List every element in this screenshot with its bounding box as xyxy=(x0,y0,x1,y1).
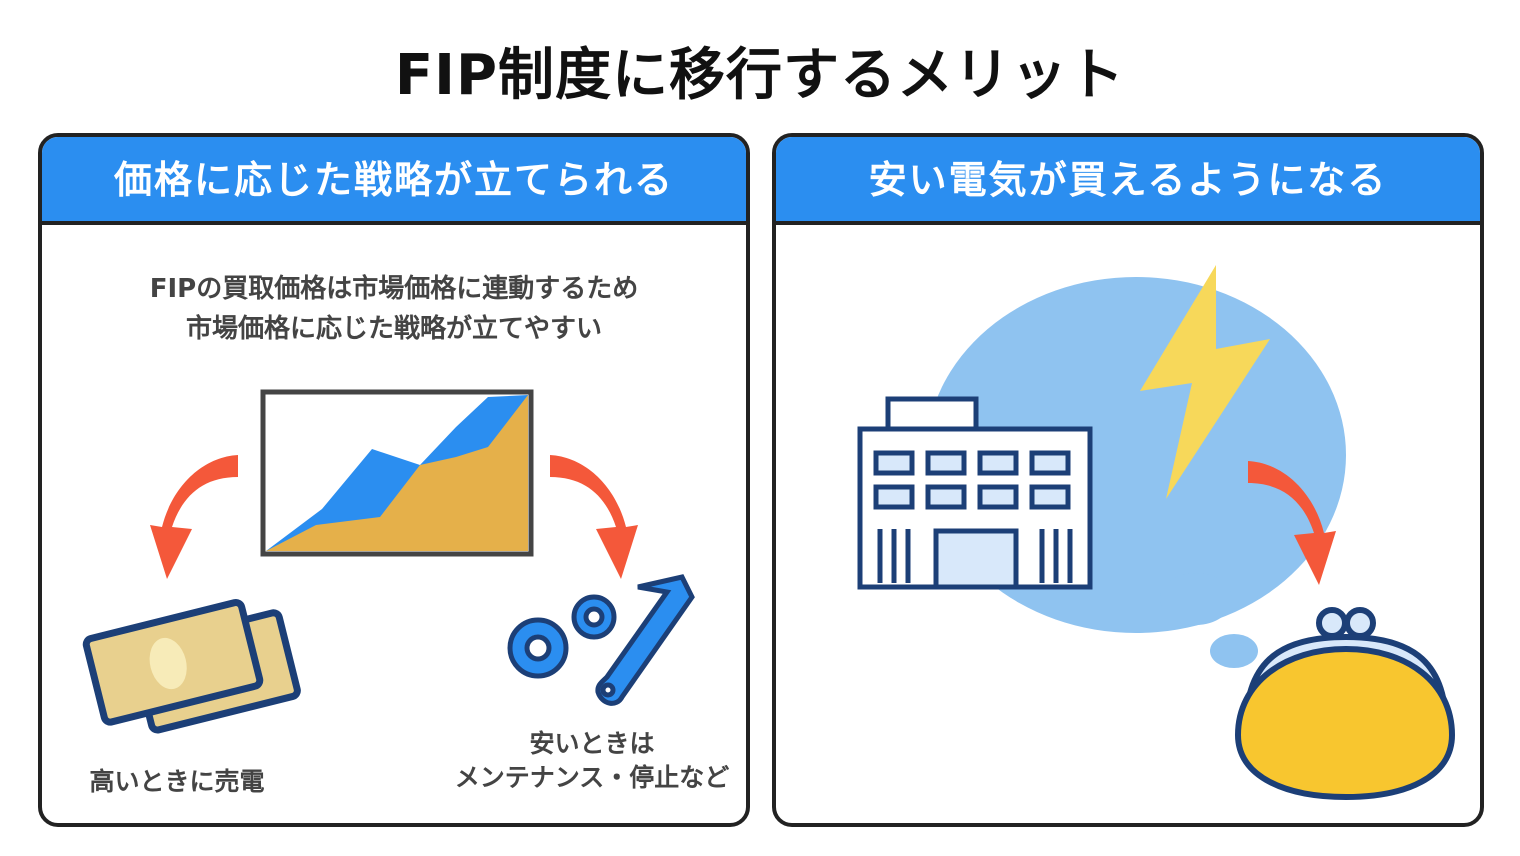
panel-price-strategy: 価格に応じた戦略が立てられる FIPの買取価格は市場価格に連動するため 市場価格… xyxy=(38,133,750,827)
wrench-icon xyxy=(595,574,695,706)
banknotes-icon xyxy=(82,599,301,734)
caption-line: 安いときは xyxy=(529,729,655,758)
panel-cheap-electricity: 安い電気が買えるようになる xyxy=(772,133,1484,827)
caption-line: メンテナンス・停止など xyxy=(454,763,730,792)
arrow-down-left-icon xyxy=(150,455,238,579)
chart-graphic-icon xyxy=(260,389,534,557)
coin-purse-icon xyxy=(1234,607,1456,801)
panel-heading: 価格に応じた戦略が立てられる xyxy=(42,137,746,225)
panel-heading: 安い電気が買えるようになる xyxy=(776,137,1480,225)
left-illustration xyxy=(82,389,695,734)
caption-sell-when-high: 高いときに売電 xyxy=(89,767,265,796)
gears-icon xyxy=(507,594,617,679)
description-line: FIPの買取価格は市場価格に連動するため xyxy=(149,274,639,304)
page-title: FIP制度に移行するメリット xyxy=(394,43,1126,108)
right-illustration xyxy=(857,265,1456,801)
description-line: 市場価格に応じた戦略が立てやすい xyxy=(185,314,602,344)
office-building-icon xyxy=(857,396,1093,590)
arrow-down-right-icon xyxy=(1248,461,1336,585)
panel-description: FIPの買取価格は市場価格に連動するため 市場価格に応じた戦略が立てやすい xyxy=(42,269,746,349)
lightning-bolt-icon xyxy=(1140,265,1270,499)
arrow-down-right-icon xyxy=(550,455,638,579)
caption-maintenance-when-low: 安いときは メンテナンス・停止など xyxy=(432,727,746,795)
